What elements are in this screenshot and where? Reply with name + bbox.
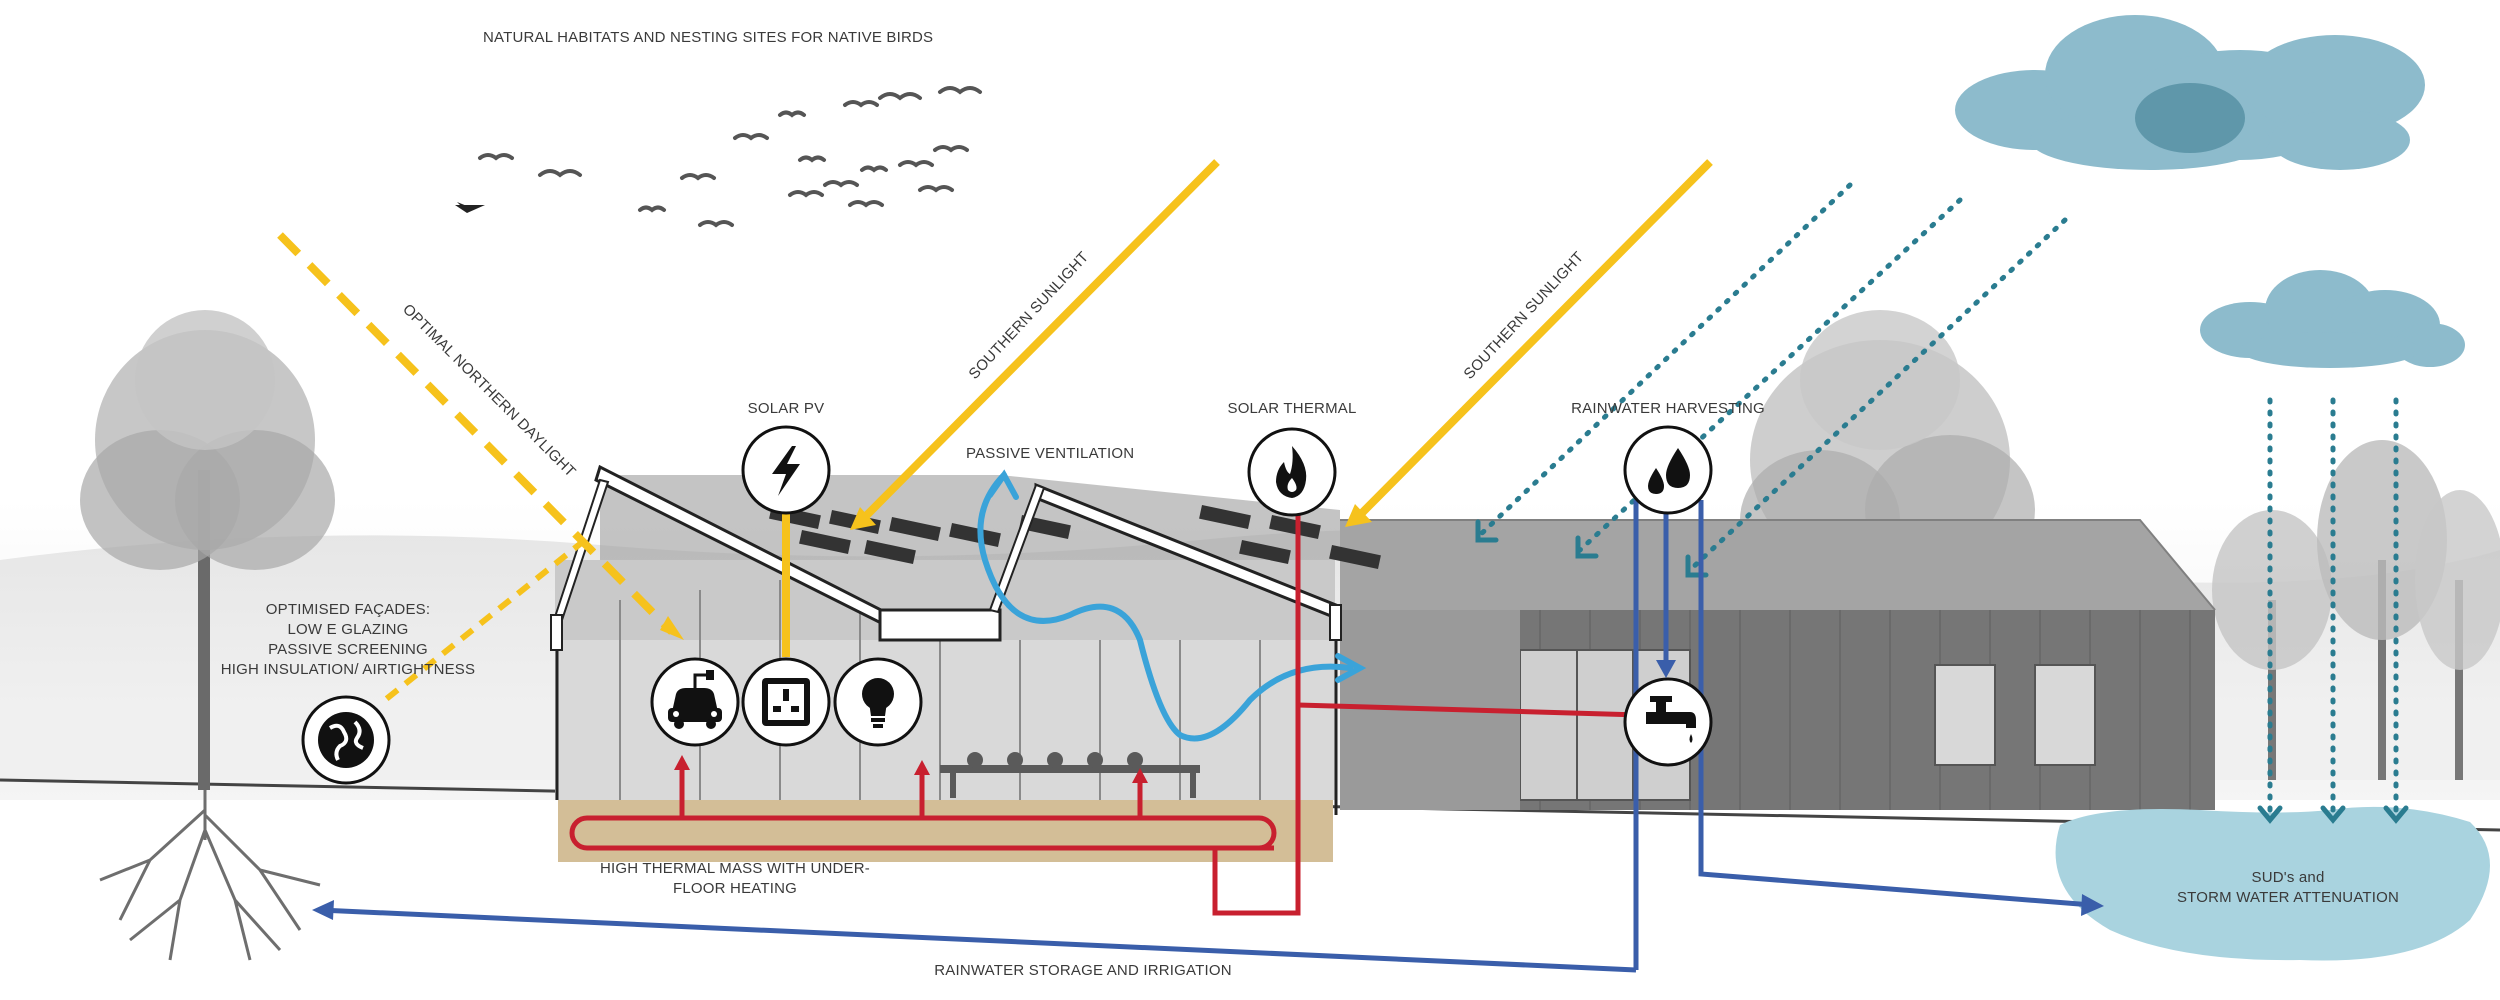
heating-arrowheads — [674, 755, 1148, 783]
label-facades-line-1: OPTIMISED FAÇADES: — [266, 601, 430, 618]
label-suds-line-2: STORM WATER ATTENUATION — [2177, 889, 2399, 906]
label-solar-thermal: SOLAR THERMAL — [1227, 400, 1356, 417]
sunlight-rays — [277, 159, 1713, 703]
barn-window — [1934, 664, 1996, 766]
facade-daylight-ray — [383, 537, 587, 703]
solar-panels — [769, 504, 1381, 570]
label-facades-line-2: LOW E GLAZING — [288, 621, 409, 638]
water-drops-icon — [1623, 425, 1713, 515]
label-thermal-mass-line-1: HIGH THERMAL MASS WITH UNDER- — [600, 860, 870, 877]
label-suds-line-1: SUD's and — [2251, 869, 2324, 886]
label-solar-pv: SOLAR PV — [748, 400, 825, 417]
storm-water-pond — [2055, 806, 2490, 961]
thermal-mass-slab — [558, 800, 1333, 862]
label-facades: OPTIMISED FAÇADES: LOW E GLAZING PASSIVE… — [221, 601, 475, 678]
underfloor-heating-circuit — [569, 510, 1641, 916]
flame-icon — [1247, 427, 1337, 517]
light-bulb-icon — [833, 657, 923, 747]
label-thermal-mass-line-2: FLOOR HEATING — [673, 880, 797, 897]
furniture — [940, 752, 1200, 798]
birds-filled — [455, 202, 485, 213]
label-suds: SUD's and STORM WATER ATTENUATION — [2177, 869, 2399, 906]
label-facades-line-4: HIGH INSULATION/ AIRTIGHTNESS — [221, 661, 475, 678]
label-thermal-mass: HIGH THERMAL MASS WITH UNDER- FLOOR HEAT… — [600, 860, 870, 897]
far-right-trees — [2212, 440, 2500, 780]
passive-ventilation-flow — [977, 469, 1367, 742]
label-southern-sunlight-2: SOUTHERN SUNLIGHT — [1460, 249, 1587, 383]
label-passive-ventilation: PASSIVE VENTILATION — [966, 445, 1134, 462]
native-birds — [478, 86, 982, 228]
southern-sunlight-ray-1 — [857, 159, 1220, 525]
globe-icon — [301, 695, 391, 785]
southern-sunlight-ray-2 — [1352, 159, 1713, 523]
barn-window — [2034, 664, 2096, 766]
label-northern-daylight: OPTIMAL NORTHERN DAYLIGHT — [399, 301, 579, 481]
label-southern-sunlight-1: SOUTHERN SUNLIGHT — [965, 249, 1092, 383]
label-facades-line-3: PASSIVE SCREENING — [268, 641, 428, 658]
large-cloud — [1955, 15, 2425, 170]
label-rainwater-storage: RAINWATER STORAGE AND IRRIGATION — [934, 962, 1232, 979]
rainwater-arrowheads — [312, 660, 2104, 920]
sunlight-arrowheads — [660, 504, 1372, 640]
small-cloud — [2200, 270, 2465, 368]
power-socket-icon — [741, 657, 831, 747]
left-tree — [80, 310, 335, 790]
electric-car-icon — [650, 657, 740, 747]
label-rainwater-harvesting: RAINWATER HARVESTING — [1571, 400, 1765, 417]
northern-daylight-ray — [277, 232, 675, 635]
left-tree-roots — [99, 790, 321, 961]
barn-building — [1340, 519, 2216, 810]
label-birds: NATURAL HABITATS AND NESTING SITES FOR N… — [483, 29, 933, 46]
water-tap-icon — [1623, 677, 1713, 767]
lightning-bolt-icon — [741, 425, 831, 515]
